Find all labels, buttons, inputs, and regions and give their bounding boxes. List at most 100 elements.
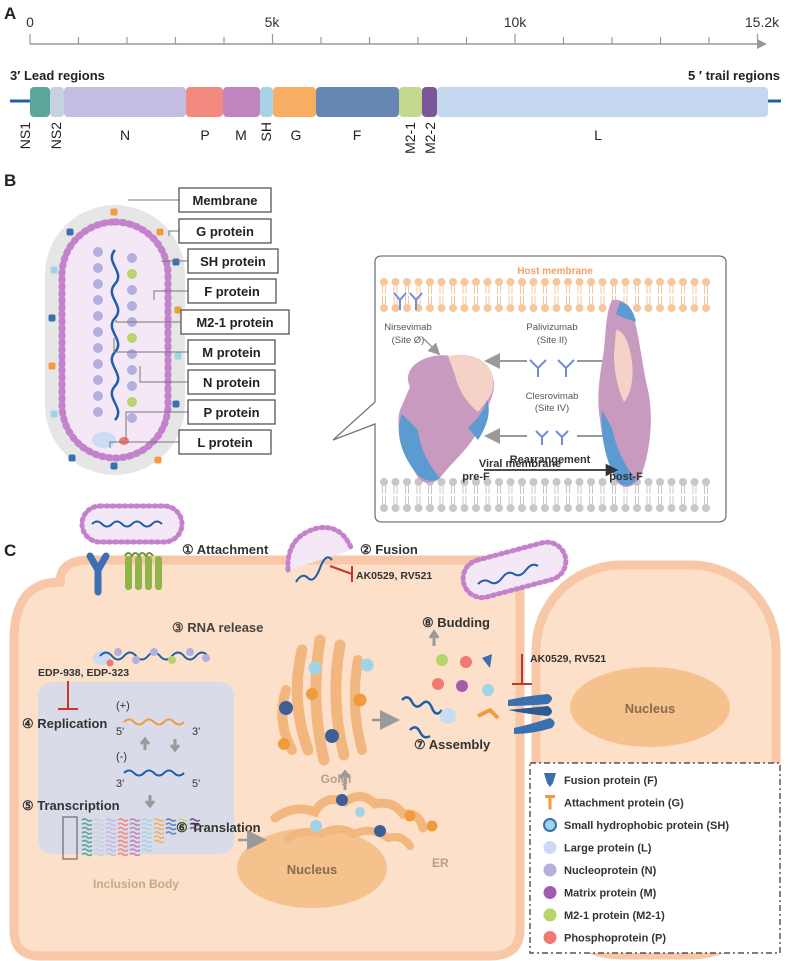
- legend-label-sh-protein: Small hydrophobic protein (SH): [564, 820, 729, 832]
- mrna-transcript: [105, 839, 117, 844]
- virion-spike: [174, 352, 182, 360]
- lipid-tail: [416, 286, 421, 304]
- gene-label-p: P: [200, 127, 209, 143]
- virion-spike: [110, 462, 118, 470]
- panel-label-b: B: [4, 171, 16, 190]
- label-text-sh-protein: SH protein: [200, 254, 266, 269]
- gene-segment-m2-2: [422, 87, 437, 117]
- lipid-head: [518, 478, 526, 486]
- lipid-tail: [577, 286, 582, 304]
- lipid-head: [529, 304, 538, 312]
- fusion-protein-icon: [544, 773, 556, 787]
- lipid-tail: [623, 486, 628, 504]
- tick-label-10k: 10k: [504, 14, 528, 30]
- label-box-g-protein: [178, 218, 272, 244]
- lipid-head: [541, 504, 549, 512]
- lipid-head: [403, 478, 411, 486]
- lipid-head: [679, 304, 687, 312]
- lipid-tail: [531, 486, 536, 504]
- nirsevimab-label: Nirsevimab: [384, 322, 432, 333]
- tick-label-5k: 5k: [265, 14, 281, 30]
- nucleoprotein-dot: [93, 375, 103, 385]
- lipid-head: [518, 304, 526, 312]
- lipid-head: [460, 478, 469, 486]
- lipid-head: [656, 278, 664, 286]
- lipid-head: [702, 304, 710, 312]
- virion-surface-spikes: [48, 208, 182, 470]
- gene-segment-m2-1: [399, 87, 422, 117]
- virion-spike: [156, 228, 164, 236]
- nucleoprotein-dot: [127, 301, 137, 311]
- lipid-tail: [416, 486, 421, 504]
- lipid-head: [460, 304, 469, 312]
- nucleoprotein-dot: [93, 327, 103, 337]
- rearrangement-label: Rearrangement: [510, 454, 591, 466]
- lipid-head: [391, 478, 400, 486]
- lipid-tail: [382, 486, 386, 504]
- er-label: ER: [432, 856, 449, 870]
- mrna-transcript: [129, 822, 141, 827]
- mrna-transcript: [81, 848, 93, 852]
- lipid-tail: [531, 286, 536, 304]
- host-membrane-bilayer: [380, 278, 710, 312]
- nirsevimab-arrow: [421, 336, 441, 356]
- mrna-transcript: [81, 822, 93, 827]
- palivizumab-antibody-icon: [529, 359, 575, 377]
- lipid-tail: [635, 286, 639, 304]
- label-text-f-protein: F protein: [204, 284, 260, 299]
- lipid-head: [437, 478, 446, 486]
- leader-line-g-protein: [168, 230, 179, 236]
- lipid-head: [679, 478, 687, 486]
- mrna-transcript: [189, 818, 201, 822]
- gene-segment-sh: [260, 87, 273, 117]
- lipid-head: [667, 504, 676, 512]
- virion-rna-strand: [110, 249, 120, 421]
- lipid-head: [564, 304, 572, 312]
- lipid-tail: [428, 486, 432, 504]
- panel-label-c: C: [4, 541, 16, 560]
- lipid-head: [495, 278, 503, 286]
- nucleoprotein-dot: [93, 279, 103, 289]
- virion-envelope: [58, 218, 172, 462]
- gene-label-m2-2: M2-2: [422, 122, 438, 154]
- assembling-components: [401, 654, 500, 739]
- mrna-transcript: [141, 839, 153, 844]
- legend-label-nucleoprotein: Nucleoprotein (N): [564, 865, 657, 877]
- leader-line-p-protein: [125, 411, 188, 440]
- minus-strand-label: (-): [116, 751, 127, 763]
- mrna-transcript: [129, 826, 141, 831]
- legend-label-large-protein: Large protein (L): [564, 843, 652, 855]
- lipid-tail: [451, 286, 455, 304]
- lipid-head: [610, 504, 618, 512]
- neighbor-nucleus-ellipse: [570, 667, 730, 747]
- lipid-tail: [577, 486, 582, 504]
- nucleocapsid-dots: [93, 247, 137, 423]
- lipid-head: [426, 504, 434, 512]
- mrna-transcript: [141, 818, 153, 822]
- virion-spike: [50, 410, 58, 418]
- lipid-tail: [428, 286, 432, 304]
- panel-a: A 0 5k 10k 15.2k 3′ Lead regions 5 ′ tra…: [4, 4, 781, 154]
- lipid-head: [529, 504, 538, 512]
- mrna-transcript: [153, 835, 165, 839]
- inclusion-body-label: Inclusion Body: [93, 877, 179, 891]
- lipid-head: [552, 304, 561, 312]
- lipid-head: [437, 304, 446, 312]
- nucleoprotein-icon: [543, 863, 557, 877]
- virion-spike: [66, 228, 74, 236]
- virion-spike: [110, 208, 118, 216]
- lipid-head: [656, 478, 664, 486]
- lipid-head: [575, 304, 584, 312]
- gene-label-sh: SH: [258, 122, 274, 141]
- lipid-tail: [554, 286, 559, 304]
- lipid-tail: [474, 486, 478, 504]
- mrna-transcript: [141, 822, 153, 827]
- lead-region-label: 3′ Lead regions: [10, 68, 105, 83]
- lipid-head: [506, 478, 515, 486]
- nucleoprotein-dot: [127, 269, 137, 279]
- mrna-transcript: [141, 844, 153, 848]
- gene-label-ns1: NS1: [17, 122, 33, 149]
